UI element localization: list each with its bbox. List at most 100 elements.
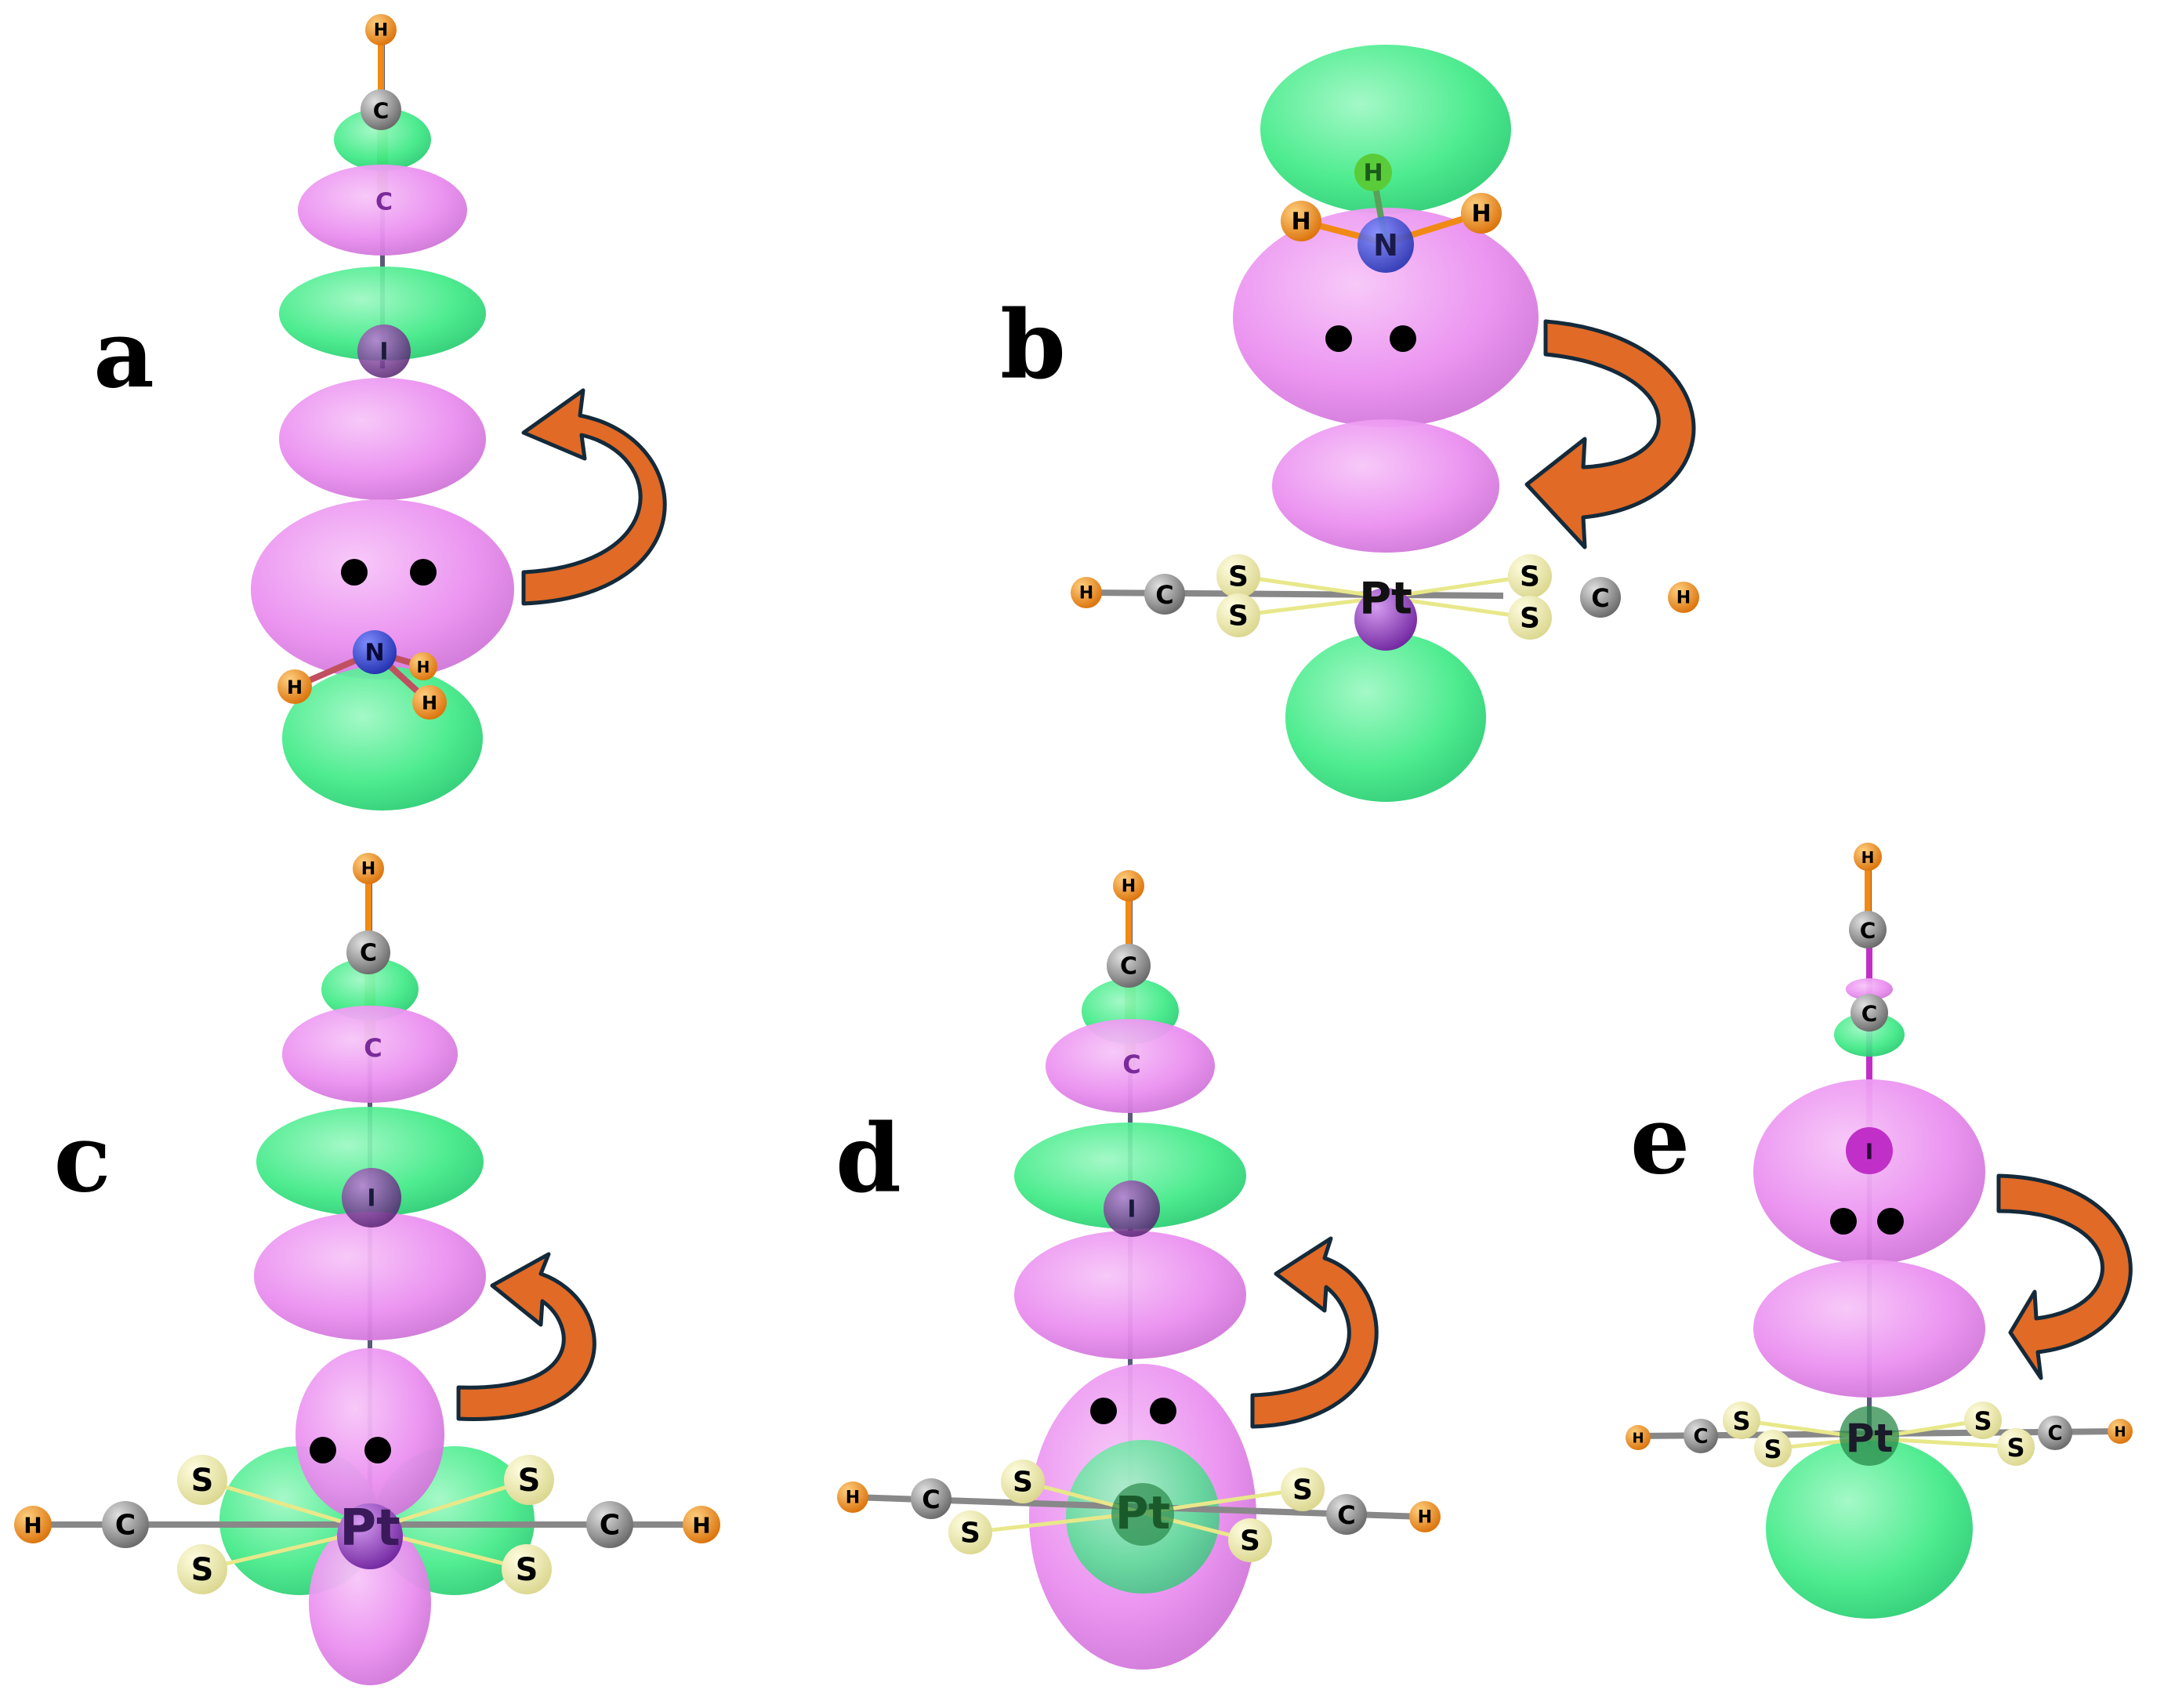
carbon-atom (1850, 994, 1888, 1032)
carbon-atom (1326, 1494, 1367, 1535)
atom-label: S (1013, 1467, 1033, 1499)
atom-label: H (1363, 160, 1383, 187)
atom-label: H (1122, 877, 1136, 897)
atom-label: C (1120, 953, 1137, 981)
atom-label: Pt (1115, 1486, 1170, 1539)
sulfur-atom (177, 1455, 227, 1505)
atom-label: S (518, 1463, 541, 1499)
curved-arrow-icon (456, 1252, 596, 1421)
lobe-positive (1046, 1019, 1215, 1113)
platinum-atom (1111, 1483, 1174, 1546)
panel-c: c H C C I Pt S S S (14, 853, 720, 1685)
atom-label: H (361, 860, 375, 879)
carbon-atom (1107, 944, 1151, 988)
hydrogen-atom (412, 685, 447, 720)
atom-label: S (191, 1552, 214, 1588)
lone-pair-lobe (295, 1348, 444, 1521)
atom-label: C (1155, 580, 1173, 610)
hydrogen-atom (1354, 154, 1392, 191)
atom-label: S (1240, 1525, 1260, 1558)
atom-label: H (1471, 201, 1491, 228)
panel-letter-c: c (53, 1104, 111, 1214)
atom-label: C (600, 1510, 620, 1542)
atom-label: S (1732, 1406, 1750, 1436)
carbon-atom (911, 1478, 952, 1519)
atom-label: H (1676, 589, 1691, 608)
atom-label: I (379, 339, 388, 366)
lone-pair-dot (410, 559, 437, 586)
atom-label: H (1079, 584, 1093, 604)
carbon-atom (2038, 1416, 2072, 1450)
atom-label: S (1520, 561, 1540, 593)
panel-letter-e: e (1630, 1086, 1690, 1196)
lone-pair-dot (1090, 1398, 1117, 1424)
sulfur-atom (504, 1455, 554, 1505)
panel-letter-b: b (1000, 290, 1066, 401)
platinum-atom (1840, 1406, 1899, 1466)
lobe-negative (1834, 1013, 1905, 1057)
panel-letter-d: d (836, 1104, 901, 1214)
lobe-negative (1260, 45, 1511, 214)
lobe-positive (1846, 978, 1893, 1000)
atom-label: I (1127, 1196, 1136, 1224)
iodine-atom (1104, 1180, 1160, 1237)
lobe-negative (1766, 1438, 1973, 1619)
hydrogen-atom (1626, 1425, 1651, 1450)
lobe-negative (256, 1107, 484, 1217)
hydrogen-atom (365, 14, 397, 45)
lone-pair-dot (1877, 1208, 1904, 1235)
atom-label: S (1763, 1434, 1782, 1464)
atom-label: Pt (339, 1499, 401, 1558)
atom-label: C (1860, 918, 1876, 944)
atom-label: C (115, 1510, 136, 1542)
atom-label: Pt (1359, 574, 1412, 625)
sulfur-atom (1228, 1518, 1272, 1562)
sulfur-atom (1754, 1430, 1792, 1467)
lone-pair-dot (1830, 1208, 1857, 1235)
platinum-atom (1354, 588, 1417, 651)
hydrogen-atom (1281, 201, 1321, 241)
panel-letter-a: a (93, 299, 154, 410)
hydrogen-atom (14, 1506, 52, 1543)
atom-label: H (24, 1513, 42, 1539)
atom-label: C (2047, 1422, 2062, 1445)
atom-label: H (1861, 848, 1875, 867)
atom-label: C (373, 98, 390, 124)
atom-label: S (1520, 603, 1540, 635)
lobe-positive (1014, 1231, 1246, 1359)
atom-label: H (422, 692, 437, 714)
lobe-positive (254, 1212, 486, 1340)
lone-pair-dot (364, 1437, 391, 1463)
hydrogen-atom (1668, 582, 1699, 613)
atom-label: S (1228, 600, 1249, 633)
atom-label: S (191, 1463, 214, 1499)
atom-label: C (364, 1033, 382, 1063)
sulfur-atom (1997, 1428, 2035, 1466)
atom-label: C (1591, 583, 1609, 613)
lobe-negative (282, 666, 483, 810)
lobe-positive (309, 1521, 431, 1685)
atom-label: N (364, 640, 384, 667)
sulfur-atom (948, 1510, 992, 1554)
hydrogen-atom (353, 853, 384, 884)
lone-pair-dot (1150, 1398, 1176, 1424)
atom-label: S (2006, 1433, 2024, 1463)
atom-label: C (1122, 1050, 1140, 1079)
platinum-atom (337, 1503, 403, 1569)
nitrogen-atom (353, 630, 397, 674)
iodine-atom (342, 1168, 401, 1228)
atom-label: H (287, 676, 303, 698)
hydrogen-atom (1854, 843, 1882, 871)
lobe-positive (1272, 419, 1499, 553)
hydrogen-atom (1461, 193, 1502, 234)
atom-label: H (374, 21, 388, 41)
lobe-negative (1014, 1122, 1246, 1229)
hydrogen-atom (837, 1481, 868, 1513)
hydrogen-atom (1409, 1501, 1441, 1532)
iodine-atom (1846, 1127, 1893, 1174)
carbon-atom (346, 930, 390, 974)
atom-label: H (1632, 1431, 1644, 1447)
sulfur-atom (1216, 554, 1260, 598)
sulfur-atom (1508, 596, 1552, 640)
